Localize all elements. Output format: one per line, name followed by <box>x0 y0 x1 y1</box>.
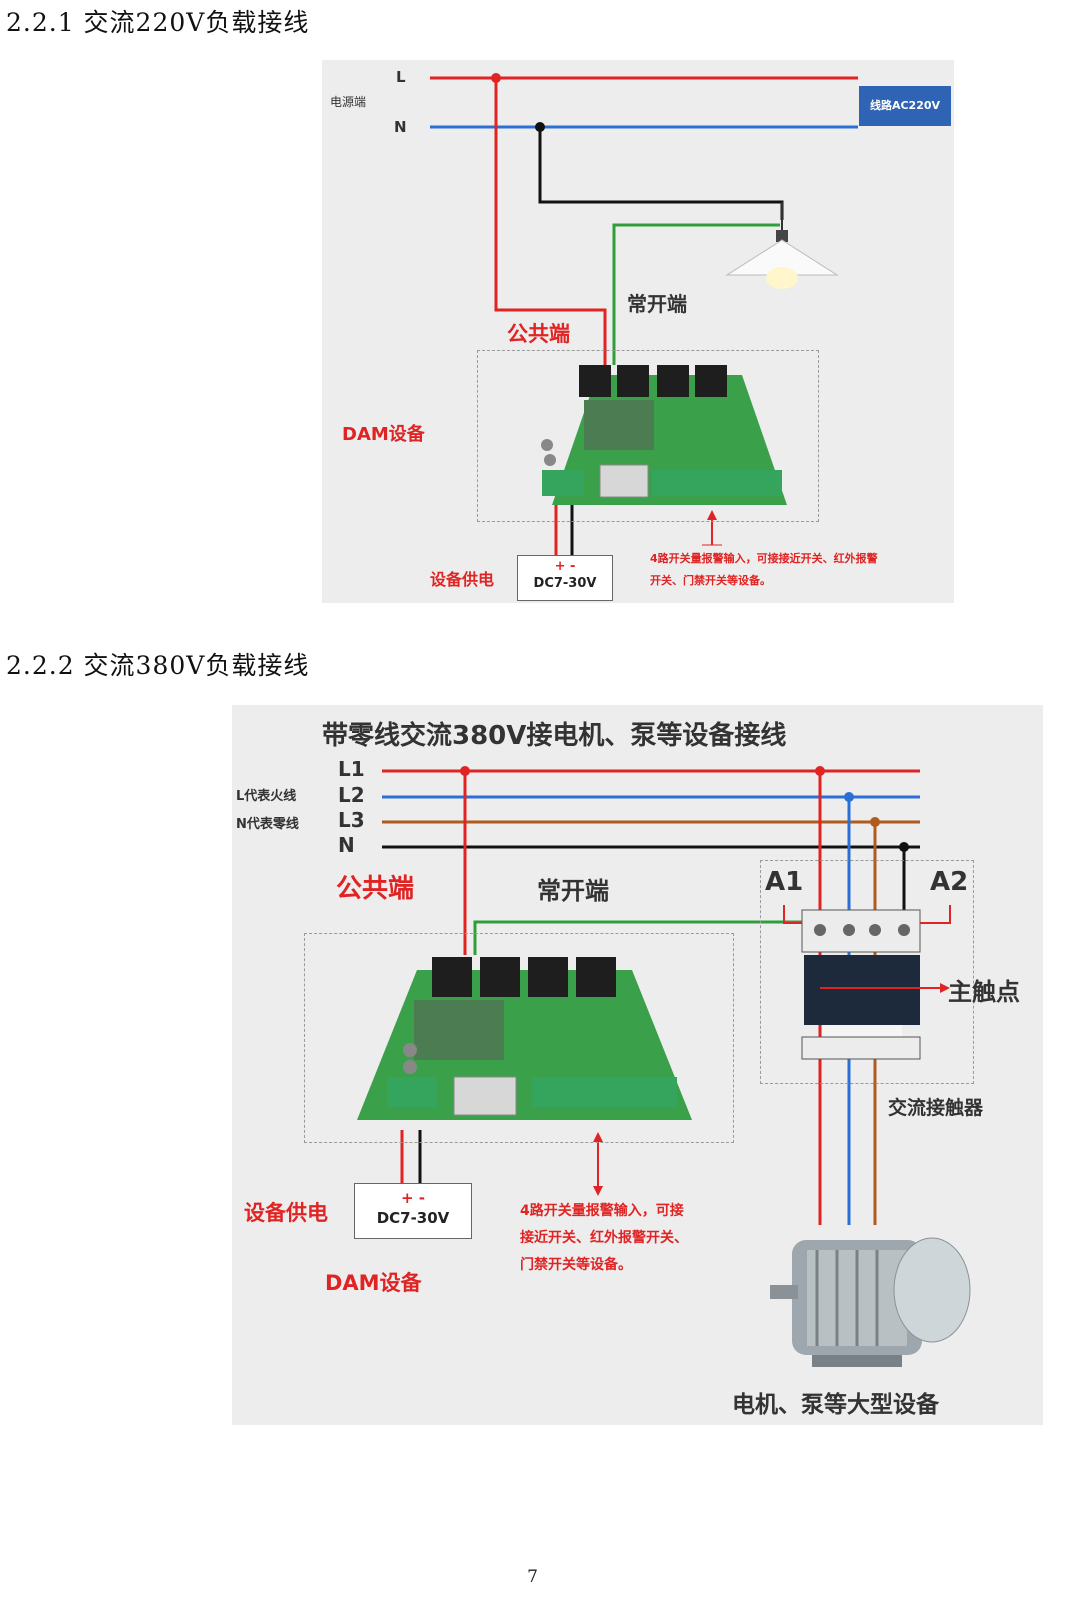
wiring-380v <box>357 766 971 1367</box>
label-common: 公共端 <box>507 322 570 346</box>
section-heading-380v: 2.2.2 交流380V负载接线 <box>6 651 310 680</box>
label-device: DAM设备 <box>325 1271 422 1295</box>
label-contactor: 交流接触器 <box>888 1097 984 1119</box>
contactor-icon <box>801 909 921 1060</box>
motor-icon <box>770 1237 971 1367</box>
label-main-contact: 主触点 <box>948 978 1020 1006</box>
note-line-1: 4路开关量报警输入，可接接近开关、红外报警 <box>650 552 878 565</box>
line-badge: 线路AC220V <box>859 86 951 126</box>
power-voltage: DC7-30V <box>533 576 597 591</box>
contactor-outline <box>760 860 974 1084</box>
label-device: DAM设备 <box>342 424 425 445</box>
note-line-2: 接近开关、红外报警开关、 <box>520 1230 688 1246</box>
lamp-icon <box>725 202 839 289</box>
label-l3: L3 <box>338 808 365 832</box>
label-l-desc: L代表火线 <box>236 789 297 804</box>
label-n-desc: N代表零线 <box>236 817 299 832</box>
page-number: 7 <box>527 1567 538 1587</box>
label-n: N <box>394 118 407 136</box>
section-heading-220v: 2.2.1 交流220V负载接线 <box>6 8 310 37</box>
label-supply: 设备供电 <box>244 1201 328 1225</box>
junction-l <box>491 73 501 83</box>
label-normally-open: 常开端 <box>627 292 687 316</box>
diagram-220v: L 电源端 N 线路AC220V 常开端 公共端 DAM设备 设备供电 + - … <box>322 60 954 603</box>
power-polarity: + - <box>400 1189 426 1207</box>
label-a1: A1 <box>765 867 804 897</box>
note-line-3: 门禁开关等设备。 <box>520 1257 632 1273</box>
device-outline <box>477 350 819 522</box>
diagram-title: 带零线交流380V接电机、泵等设备接线 <box>322 721 787 751</box>
power-polarity: + - <box>554 559 576 574</box>
wire-neutral-lamp <box>538 127 784 220</box>
power-box: + - DC7-30V <box>517 555 613 601</box>
wire-common <box>494 78 607 365</box>
diagram-380v: 带零线交流380V接电机、泵等设备接线 L1 L2 L3 N L代表火线 N代表… <box>232 705 1043 1425</box>
wiring-220v <box>430 73 858 555</box>
device-outline <box>304 933 734 1143</box>
power-voltage: DC7-30V <box>376 1209 450 1227</box>
power-box: + - DC7-30V <box>354 1183 472 1239</box>
label-l: L <box>396 68 406 86</box>
label-l1: L1 <box>338 757 365 781</box>
label-common: 公共端 <box>336 874 415 904</box>
note-line-1: 4路开关量报警输入，可接 <box>520 1203 684 1219</box>
label-a2: A2 <box>930 867 969 897</box>
label-normally-open: 常开端 <box>537 877 609 905</box>
label-motor: 电机、泵等大型设备 <box>732 1392 939 1418</box>
dam-board-icon <box>357 957 692 1120</box>
label-supply: 设备供电 <box>430 570 495 589</box>
label-l2: L2 <box>338 783 365 807</box>
label-power-side: 电源端 <box>330 95 367 109</box>
junction-n <box>535 122 545 132</box>
note-line-2: 开关、门禁开关等设备。 <box>650 574 771 587</box>
wire-no <box>612 223 780 365</box>
label-n: N <box>338 833 355 857</box>
dam-board-icon <box>541 365 787 505</box>
